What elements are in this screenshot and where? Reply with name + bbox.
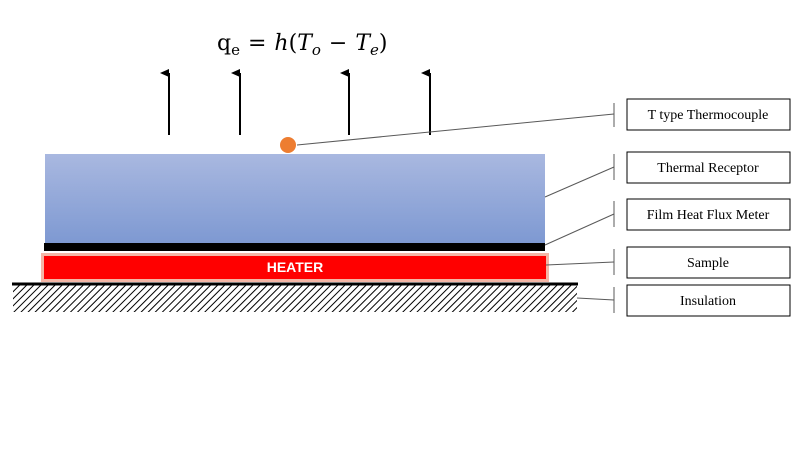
label-thermal-receptor: Thermal Receptor (657, 161, 759, 176)
callout-insulation: Insulation (626, 284, 791, 317)
label-heat-flux-meter: Film Heat Flux Meter (647, 208, 770, 223)
callout-thermal-receptor: Thermal Receptor (626, 151, 791, 184)
thermocouple-dot (280, 137, 296, 153)
label-insulation: Insulation (680, 294, 736, 309)
eq-equals: = (248, 31, 266, 56)
thermal-receptor (45, 154, 545, 243)
eq-lhs-symbol: q (217, 31, 231, 56)
leader-lines (296, 103, 615, 313)
insulation-layer (12, 282, 578, 312)
eq-minus: − (329, 31, 347, 56)
eq-t1-symbol: T (297, 31, 314, 56)
heater-label: HEATER (267, 259, 324, 275)
eq-close-paren: ) (379, 31, 388, 56)
callout-heat-flux-meter: Film Heat Flux Meter (626, 198, 791, 231)
label-thermocouple: T type Thermocouple (648, 108, 769, 123)
eq-t2-symbol: T (355, 31, 372, 56)
eq-coefficient: h (274, 31, 288, 56)
callout-thermocouple: T type Thermocouple (626, 98, 791, 131)
eq-open-paren: ( (289, 31, 298, 56)
eq-t2-subscript: e (370, 41, 379, 59)
callout-sample: Sample (626, 246, 791, 279)
heat-flow-arrows (160, 69, 431, 135)
eq-lhs-subscript: e (231, 41, 240, 59)
eq-t1-subscript: o (312, 41, 321, 59)
heat-flux-equation: qe=h(To−Te) (217, 31, 388, 59)
heater-sample: HEATER (41, 253, 549, 282)
label-sample: Sample (687, 256, 729, 271)
film-heat-flux-meter (44, 243, 545, 251)
